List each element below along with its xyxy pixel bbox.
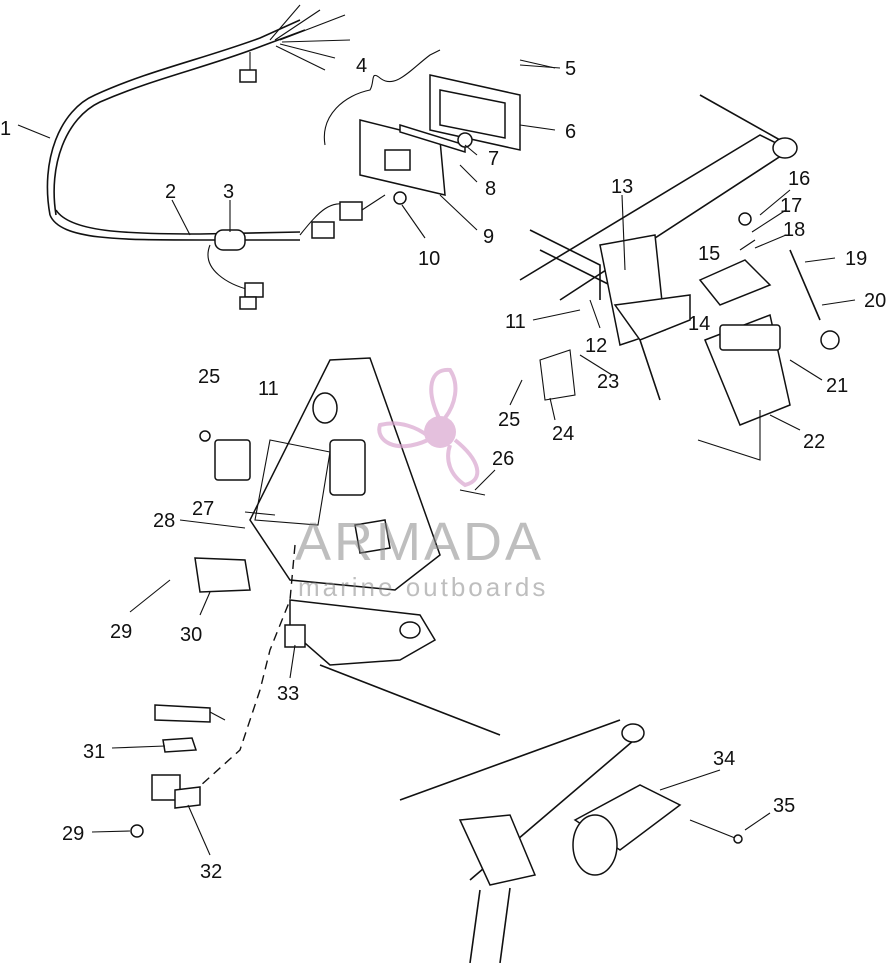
callout-31: 31	[83, 741, 105, 763]
callout-30: 30	[180, 624, 202, 646]
dashed-wire	[189, 544, 296, 796]
callout-11-left: 11	[258, 378, 279, 400]
propeller-logo	[377, 367, 480, 488]
callout-9: 9	[483, 226, 494, 248]
callout-11: 11	[505, 311, 526, 333]
callout-14: 14	[688, 313, 710, 335]
callout-4: 4	[356, 55, 367, 77]
callout-26: 26	[492, 448, 514, 470]
tail-light-assembly	[323, 49, 561, 205]
watermark-tagline: marine outboards	[298, 572, 548, 602]
watermark: ARMADA marine outboards	[295, 367, 548, 602]
callout-28: 28	[153, 510, 175, 532]
callout-18: 18	[783, 219, 805, 241]
callout-5: 5	[565, 58, 576, 80]
callout-21: 21	[826, 375, 848, 397]
callout-24: 24	[552, 423, 574, 445]
callout-8: 8	[485, 178, 496, 200]
callout-16: 16	[788, 168, 810, 190]
callout-19: 19	[845, 248, 867, 270]
frame-upper	[519, 94, 840, 461]
callout-27: 27	[192, 498, 214, 520]
callout-29-upper: 29	[110, 621, 132, 643]
callout-17: 17	[780, 195, 802, 217]
callout-1: 1	[0, 118, 11, 140]
callout-33: 33	[277, 683, 299, 705]
callout-10: 10	[418, 248, 440, 270]
callout-12: 12	[585, 335, 607, 357]
watermark-brand: ARMADA	[295, 512, 544, 572]
callout-25-left: 25	[198, 366, 220, 388]
callout-20: 20	[864, 290, 886, 312]
callout-32: 32	[200, 861, 222, 883]
callout-25-right: 25	[498, 409, 520, 431]
callout-7: 7	[488, 148, 499, 170]
callout-29-lower: 29	[62, 823, 84, 845]
callout-23: 23	[597, 371, 619, 393]
callout-13: 13	[611, 176, 633, 198]
frame-lower	[194, 557, 501, 736]
callout-3: 3	[223, 181, 234, 203]
callout-labels: 1 2 3 4 5 6 7 8 9 10 11 12 13 14 15 16 1…	[0, 55, 886, 883]
callout-6: 6	[565, 121, 576, 143]
callout-35: 35	[773, 795, 795, 817]
starter-assembly	[399, 719, 743, 963]
leader-lines	[17, 59, 856, 856]
wiring-harness	[46, 4, 386, 310]
callout-34: 34	[713, 748, 735, 770]
lower-left-parts	[130, 704, 226, 838]
callout-2: 2	[165, 181, 176, 203]
callout-22: 22	[803, 431, 825, 453]
callout-15: 15	[698, 243, 720, 265]
mounting-plate	[199, 357, 486, 591]
